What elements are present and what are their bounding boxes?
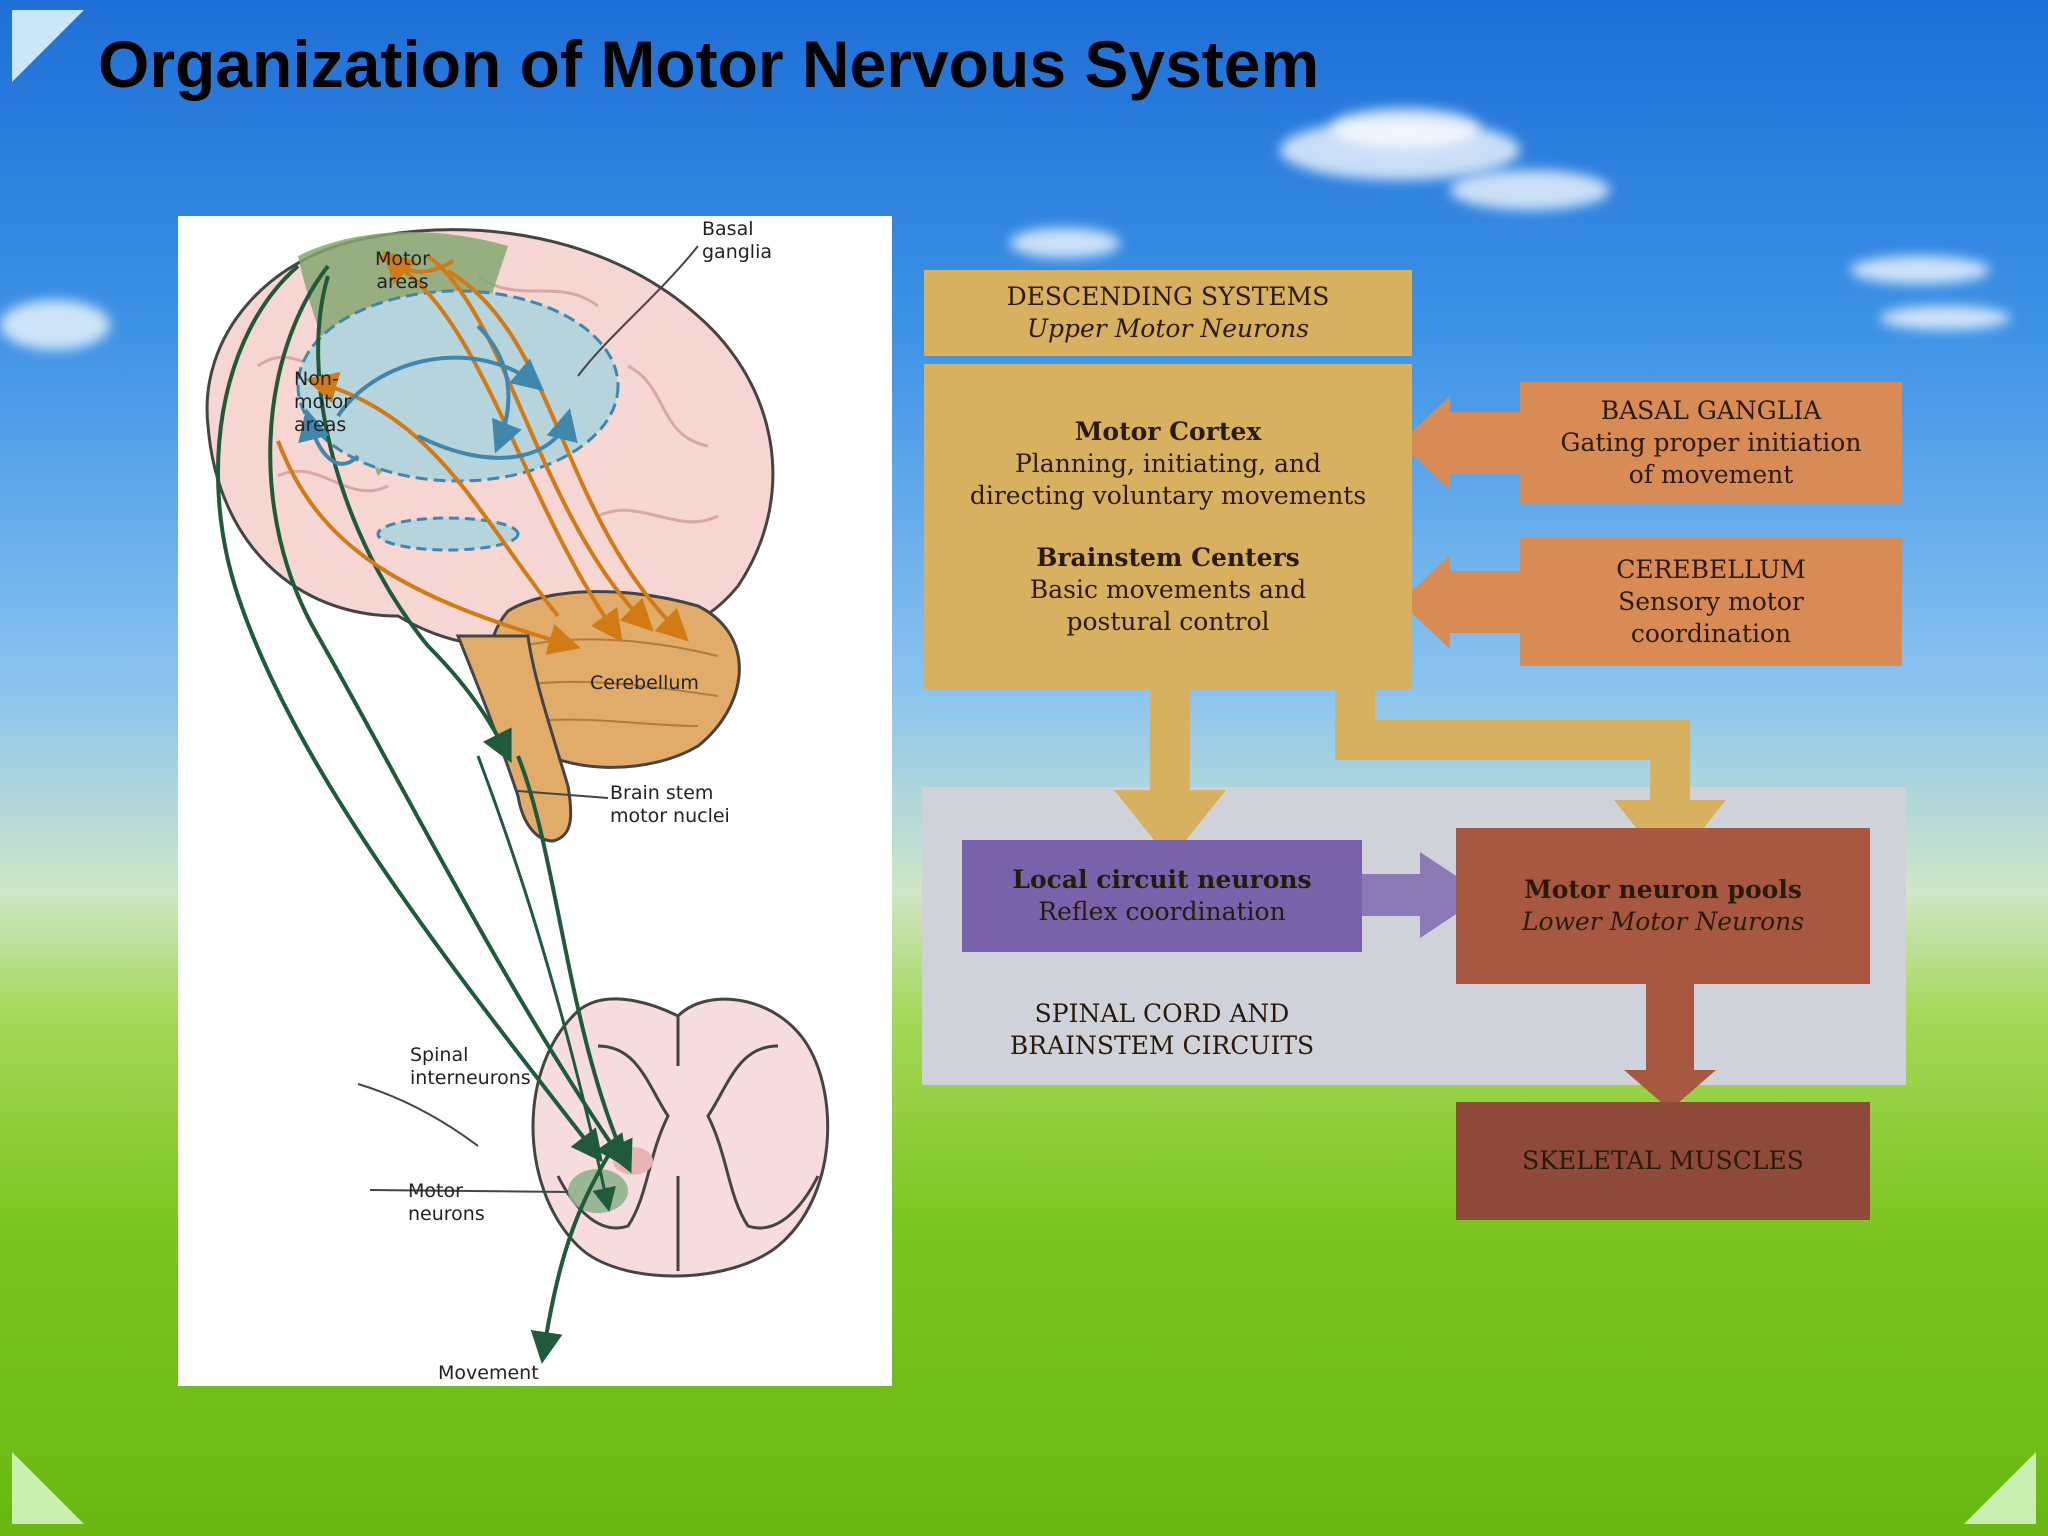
cloud xyxy=(1450,170,1610,210)
cerebellum-line2: coordination xyxy=(1630,619,1792,648)
slide-title: Organization of Motor Nervous System xyxy=(98,27,1320,101)
motor-pools-subtitle: Lower Motor Neurons xyxy=(1521,907,1805,936)
spinal-line2: BRAINSTEM CIRCUITS xyxy=(1009,1031,1315,1060)
cloud xyxy=(0,300,110,350)
descending-title: DESCENDING SYSTEMS xyxy=(1006,282,1330,311)
skeletal-muscles-box: SKELETAL MUSCLES xyxy=(1456,1102,1870,1220)
brain-illustration: Motor areas Basal ganglia Non- motor are… xyxy=(178,216,892,1386)
motor-cortex-section: Motor Cortex Planning, initiating, and d… xyxy=(970,416,1366,512)
spinal-cord-label: SPINAL CORD AND BRAINSTEM CIRCUITS xyxy=(962,982,1362,1078)
label-nonmotor-areas: Non- motor areas xyxy=(294,368,352,436)
arrow-from-basal-ganglia xyxy=(1400,396,1522,490)
cloud xyxy=(1330,108,1480,148)
label-basal-ganglia: Basal ganglia xyxy=(702,218,773,263)
basal-ganglia-line1: Gating proper initiation xyxy=(1560,428,1862,457)
local-circuit-box: Local circuit neurons Reflex coordinatio… xyxy=(962,840,1362,952)
cerebellum-title: CEREBELLUM xyxy=(1616,555,1806,584)
corner-triangle-bottom-right xyxy=(1964,1452,2036,1524)
label-motor-neurons: Motor neurons xyxy=(408,1180,485,1225)
label-movement: Movement xyxy=(438,1362,539,1384)
local-circuit-subtitle: Reflex coordination xyxy=(1038,897,1286,926)
descending-subtitle: Upper Motor Neurons xyxy=(1026,314,1310,343)
cloud xyxy=(1010,228,1120,258)
basal-ganglia-line2: of movement xyxy=(1628,460,1794,489)
cloud xyxy=(1850,256,1990,284)
brain-diagram-svg xyxy=(205,228,830,1364)
motor-pools-title: Motor neuron pools xyxy=(1524,875,1802,904)
local-circuit-title: Local circuit neurons xyxy=(1012,865,1312,894)
basal-ganglia-box: BASAL GANGLIA Gating proper initiation o… xyxy=(1520,382,1902,504)
cerebellum-line1: Sensory motor xyxy=(1618,587,1804,616)
skeletal-title: SKELETAL MUSCLES xyxy=(1522,1146,1804,1175)
corner-triangle-top-left xyxy=(12,10,84,82)
motor-cortex-line2: directing voluntary movements xyxy=(969,481,1367,510)
label-spinal-interneurons: Spinal interneurons xyxy=(410,1044,531,1089)
motor-cortex-title: Motor Cortex xyxy=(1074,417,1262,446)
label-brainstem: Brain stem motor nuclei xyxy=(610,782,730,827)
brainstem-line1: Basic movements and xyxy=(1029,575,1307,604)
spinal-cord-cross-section xyxy=(531,997,830,1278)
arrow-from-cerebellum xyxy=(1400,555,1522,649)
arrow-to-skeletal xyxy=(1624,980,1716,1110)
motor-cortex-brainstem-box: Motor Cortex Planning, initiating, and d… xyxy=(924,364,1412,690)
brainstem-section: Brainstem Centers Basic movements and po… xyxy=(1030,542,1306,638)
motor-pools-box: Motor neuron pools Lower Motor Neurons xyxy=(1456,828,1870,984)
arrow-to-local-circuit xyxy=(1114,690,1226,860)
motor-cortex-line1: Planning, initiating, and xyxy=(1014,449,1321,478)
cloud xyxy=(1880,306,2010,330)
descending-systems-box: DESCENDING SYSTEMS Upper Motor Neurons xyxy=(924,270,1412,356)
label-motor-areas: Motor areas xyxy=(375,248,430,293)
spinal-line1: SPINAL CORD AND xyxy=(1034,999,1290,1028)
label-cerebellum: Cerebellum xyxy=(590,672,699,694)
brainstem-line2: postural control xyxy=(1066,607,1270,636)
corner-triangle-bottom-left xyxy=(12,1452,84,1524)
brainstem-title: Brainstem Centers xyxy=(1036,543,1300,572)
cerebellum-box: CEREBELLUM Sensory motor coordination xyxy=(1520,538,1902,666)
basal-ganglia-title: BASAL GANGLIA xyxy=(1600,396,1822,425)
